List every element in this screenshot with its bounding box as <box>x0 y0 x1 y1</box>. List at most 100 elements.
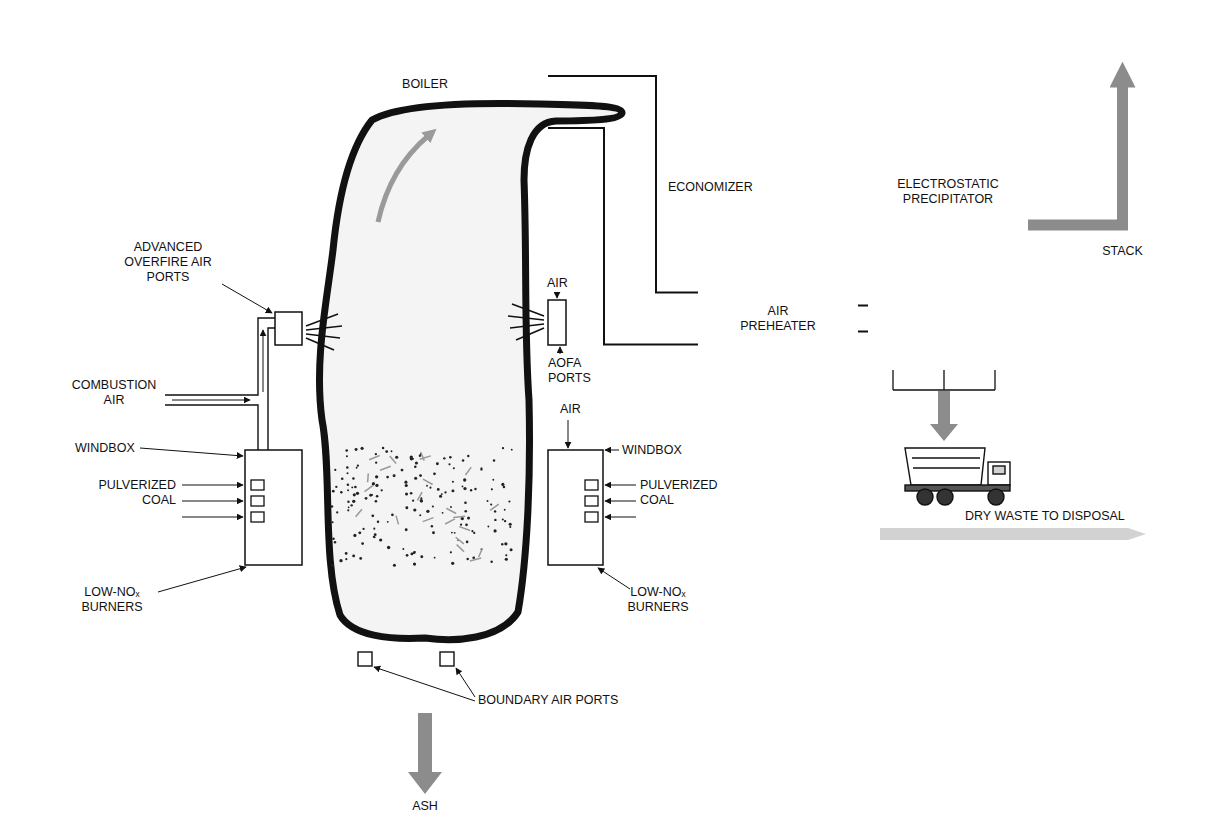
ash-hopper <box>868 335 921 370</box>
node-label: ELECTROSTATIC PRECIPITATOR <box>872 177 1024 207</box>
coal-particle <box>511 449 513 451</box>
coal-particle <box>501 543 503 545</box>
field-divider <box>921 215 922 335</box>
coal-particle <box>331 564 334 567</box>
coal-particle <box>426 510 429 513</box>
coal-particle <box>467 516 470 519</box>
coal-particle <box>414 477 417 480</box>
coal-particle <box>413 508 416 511</box>
coal-particle <box>346 472 348 474</box>
coal-streak <box>423 518 434 522</box>
callout-label: WINDBOX <box>75 441 145 456</box>
coal-particle <box>449 456 452 459</box>
coal-particle <box>372 482 375 485</box>
coal-particle <box>350 504 352 506</box>
coal-particle <box>369 494 372 497</box>
coal-particle <box>375 475 378 478</box>
coal-particle <box>332 521 334 523</box>
callout-label: ADVANCED OVERFIRE AIR PORTS <box>108 240 228 285</box>
coal-particle <box>452 481 454 483</box>
coal-particle <box>460 524 462 526</box>
boundary-air-port <box>358 652 372 666</box>
ash-hopper <box>975 335 1028 370</box>
boundary-air-port <box>440 652 454 666</box>
coal-particle <box>391 450 393 452</box>
coal-particle <box>492 479 494 481</box>
coal-particle <box>419 455 421 457</box>
coal-particle <box>505 554 507 556</box>
callout-label: PULVERIZED COAL <box>80 478 176 508</box>
clean-gas-arrow <box>1028 85 1123 225</box>
coal-streak <box>423 479 433 484</box>
stack-outline <box>1085 85 1160 265</box>
coal-particle <box>462 459 465 462</box>
coal-streak <box>420 456 431 459</box>
duct-interior <box>858 307 868 331</box>
coal-particle <box>420 497 422 499</box>
combustion-air-duct <box>165 318 275 450</box>
coal-particle <box>375 453 377 455</box>
coal-particle <box>432 505 434 507</box>
coal-particle <box>331 505 334 508</box>
coal-particle <box>352 477 355 480</box>
coal-particle <box>405 528 408 531</box>
coal-particle <box>414 551 416 553</box>
coal-particle <box>374 533 377 536</box>
coal-particle <box>502 518 504 520</box>
coal-particle <box>345 449 348 452</box>
coal-particle <box>473 532 475 534</box>
windbox-left <box>245 450 302 565</box>
coal-particle <box>505 558 508 561</box>
coal-particle <box>466 541 469 544</box>
stack: STACK <box>1085 85 1160 265</box>
coal-particle <box>352 554 355 557</box>
coal-particle <box>439 495 442 498</box>
coal-particle <box>332 490 335 493</box>
overfire-air-jets <box>306 304 544 350</box>
coal-particle <box>357 464 359 466</box>
coal-particle <box>371 514 374 517</box>
coal-particle <box>451 562 454 565</box>
coal-particle <box>393 564 396 567</box>
coal-particle <box>355 448 358 451</box>
callout-label: LOW-NOₓ BURNERS <box>612 585 704 615</box>
coal-particle <box>491 488 493 490</box>
coal-particle <box>501 483 504 486</box>
coal-particle <box>391 513 394 516</box>
boiler-interior <box>302 75 548 712</box>
callout-label: COMBUSTION AIR <box>68 378 160 408</box>
coal-particle <box>371 494 373 496</box>
coal-particle <box>353 493 356 496</box>
coal-particle <box>426 485 428 487</box>
coal-particle <box>401 469 404 472</box>
output-label: ASH <box>410 799 440 814</box>
coal-streak <box>470 558 481 561</box>
coal-particle <box>335 486 337 488</box>
coal-particle <box>504 520 506 522</box>
coal-particle <box>405 484 408 487</box>
coal-particle <box>504 509 506 511</box>
callout-label: PULVERIZED COAL <box>640 478 736 508</box>
coal-particle <box>453 467 455 469</box>
coal-particle <box>474 488 476 490</box>
coal-particle <box>464 501 467 504</box>
coal-particle <box>442 512 444 514</box>
coal-particle <box>341 478 344 481</box>
air-flow-arrow <box>172 400 250 401</box>
coal-particle <box>385 450 388 453</box>
flame-envelope <box>319 103 622 639</box>
coal-particle <box>487 526 489 528</box>
coal-particle <box>461 517 464 520</box>
coal-particle <box>471 530 473 532</box>
leader-line <box>140 284 636 701</box>
coal-particle <box>377 521 379 523</box>
coal-streak <box>390 456 396 464</box>
coal-particle <box>356 492 359 495</box>
coal-streak <box>356 509 362 517</box>
coal-particle <box>462 485 464 487</box>
coal-particle <box>509 526 511 528</box>
coal-particle <box>450 506 452 508</box>
coal-particle <box>347 509 349 511</box>
coal-particle <box>432 531 435 534</box>
coal-particle <box>346 466 349 469</box>
